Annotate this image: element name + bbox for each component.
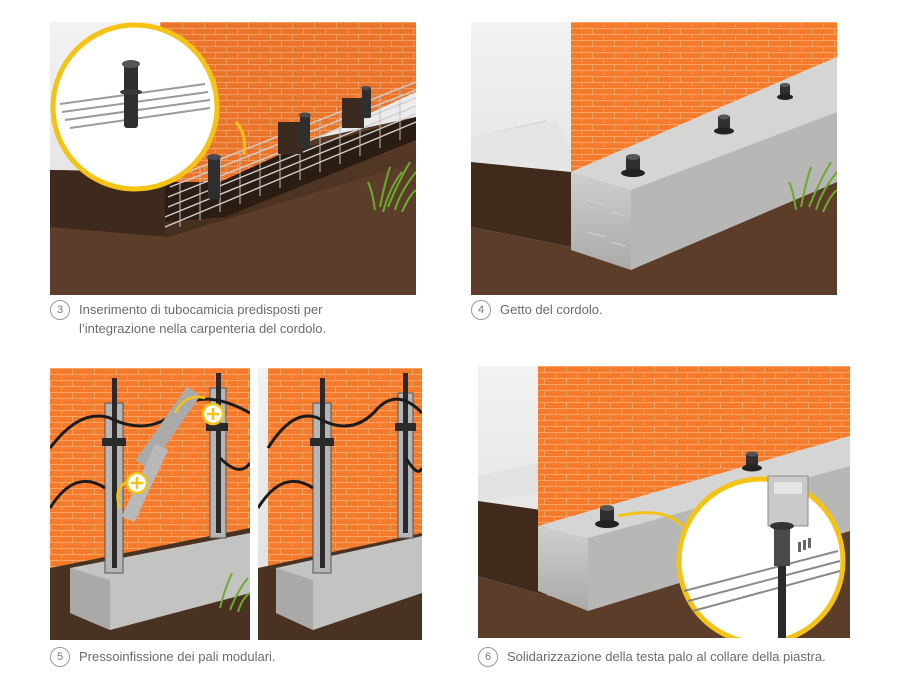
step-number-3: 3 xyxy=(50,300,70,320)
illustration-step-5b xyxy=(258,368,422,640)
step-6-caption: 6 Solidarizzazione della testa palo al c… xyxy=(478,647,898,667)
illustration-step-3 xyxy=(50,22,416,295)
step-5-caption: 5 Pressoinfissione dei pali modulari. xyxy=(50,647,430,667)
step-number-6: 6 xyxy=(478,647,498,667)
panel-step-3 xyxy=(50,22,416,295)
panel-step-4 xyxy=(471,22,837,295)
step-3-caption: 3 Inserimento di tubocamicia predisposti… xyxy=(50,300,430,338)
illustration-step-4 xyxy=(471,22,837,295)
illustration-step-6 xyxy=(478,366,850,638)
step-4-caption: 4 Getto del cordolo. xyxy=(471,300,851,320)
step-number-5: 5 xyxy=(50,647,70,667)
panel-step-6 xyxy=(478,366,850,638)
panel-step-5-right xyxy=(258,368,422,640)
magnifier-circle-icon xyxy=(617,475,846,638)
step-5-text: Pressoinfissione dei pali modulari. xyxy=(79,649,276,664)
illustration-step-5a xyxy=(50,368,250,640)
plus-marker-icon xyxy=(125,471,149,495)
step-4-text: Getto del cordolo. xyxy=(500,302,603,317)
magnifier-circle-icon xyxy=(50,22,247,192)
plus-marker-icon xyxy=(201,402,225,426)
step-6-text: Solidarizzazione della testa palo al col… xyxy=(507,649,826,664)
step-3-text: Inserimento di tubocamicia predisposti p… xyxy=(79,302,327,336)
step-number-4: 4 xyxy=(471,300,491,320)
panel-step-5-left xyxy=(50,368,250,640)
